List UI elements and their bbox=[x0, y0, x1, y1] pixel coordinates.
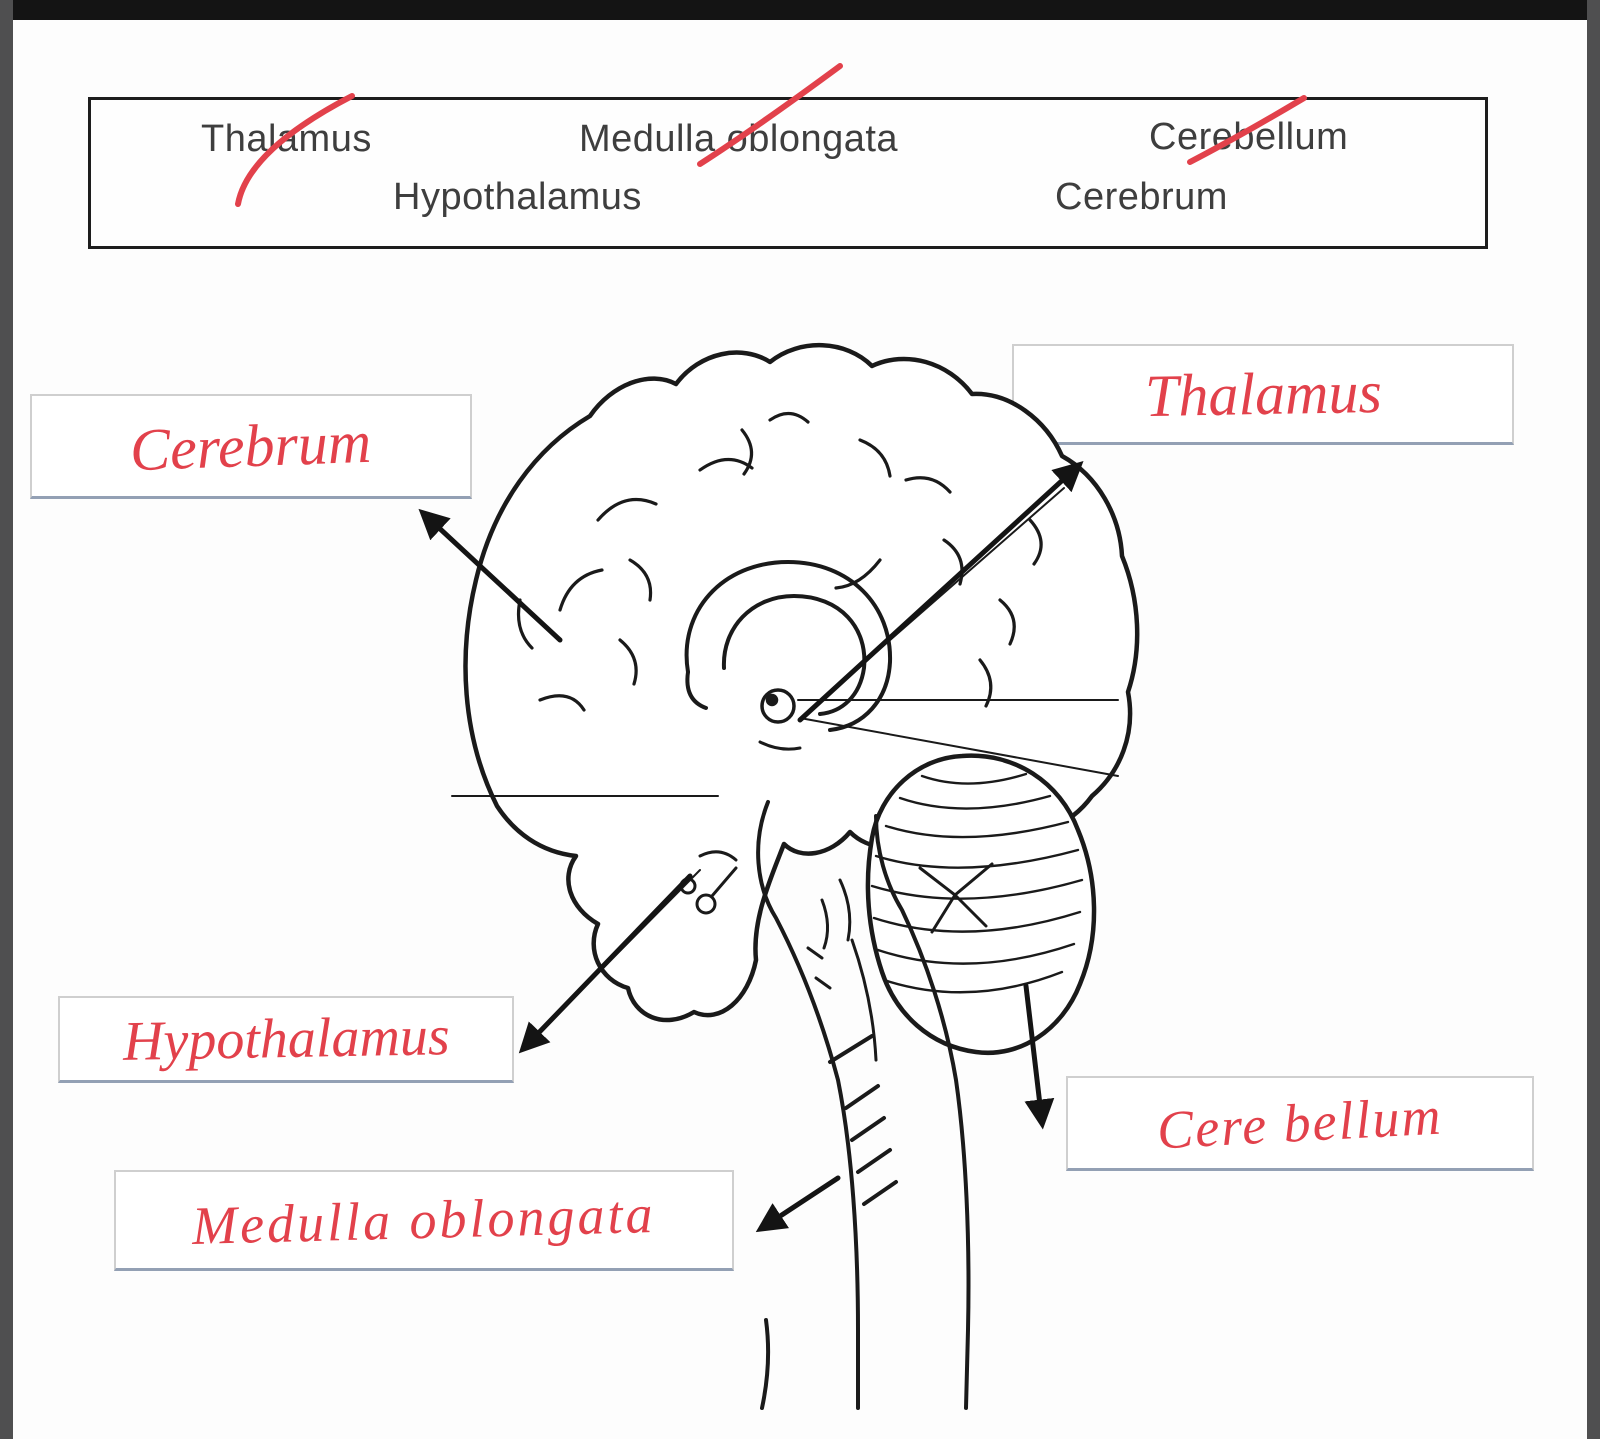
corpus-callosum bbox=[684, 560, 893, 732]
word-bank-item-hypothalamus: Hypothalamus bbox=[393, 176, 642, 218]
answer-box-hypothalamus[interactable]: Hypothalamus bbox=[58, 996, 514, 1083]
spinal-cord-hatches bbox=[828, 1034, 898, 1206]
thalamus-structure bbox=[760, 688, 796, 724]
handwritten-cerebrum: Cerebrum bbox=[129, 408, 373, 484]
word-bank: Thalamus Medulla oblongata Cerebellum Hy… bbox=[88, 97, 1488, 249]
answer-box-thalamus[interactable]: Thalamus bbox=[1012, 344, 1514, 445]
word-bank-item-thalamus: Thalamus bbox=[201, 118, 372, 160]
window-left-edge bbox=[0, 0, 13, 1439]
arrow-to-medulla-box bbox=[755, 1175, 841, 1233]
label-arrows bbox=[418, 460, 1084, 1233]
cerebrum-outline bbox=[463, 343, 1140, 1023]
answer-box-cerebrum[interactable]: Cerebrum bbox=[30, 394, 472, 499]
cerebrum-sulci bbox=[516, 411, 1043, 712]
arrow-to-hypothalamus-box bbox=[518, 873, 693, 1054]
arrow-to-cerebellum-box bbox=[1023, 983, 1055, 1130]
handwritten-medulla-oblongata: Medulla oblongata bbox=[191, 1183, 657, 1257]
answer-box-medulla-oblongata[interactable]: Medulla oblongata bbox=[114, 1170, 734, 1271]
brainstem-spinal-cord bbox=[756, 800, 971, 1410]
handwritten-thalamus: Thalamus bbox=[1144, 358, 1382, 430]
cerebellum-structure bbox=[865, 753, 1097, 1056]
arrow-to-cerebrum-box bbox=[418, 508, 563, 643]
handwritten-cerebellum: Cere bellum bbox=[1155, 1085, 1445, 1161]
window-top-bar bbox=[0, 0, 1600, 20]
midbrain-details bbox=[679, 740, 878, 1062]
cerebellum-arbor-vitae bbox=[918, 862, 994, 934]
window-right-edge bbox=[1587, 0, 1600, 1439]
word-bank-item-medulla-oblongata: Medulla oblongata bbox=[579, 118, 899, 160]
word-bank-item-cerebellum: Cerebellum bbox=[1149, 116, 1349, 158]
answer-box-cerebellum[interactable]: Cere bellum bbox=[1066, 1076, 1534, 1171]
cerebellum-folia bbox=[870, 772, 1084, 994]
handwritten-hypothalamus: Hypothalamus bbox=[122, 1005, 450, 1073]
cerebellum-outline bbox=[865, 753, 1097, 1056]
arrow-to-thalamus-box bbox=[797, 460, 1084, 723]
word-bank-item-cerebrum: Cerebrum bbox=[1055, 176, 1228, 218]
printed-pointer-lines bbox=[451, 487, 1119, 1043]
